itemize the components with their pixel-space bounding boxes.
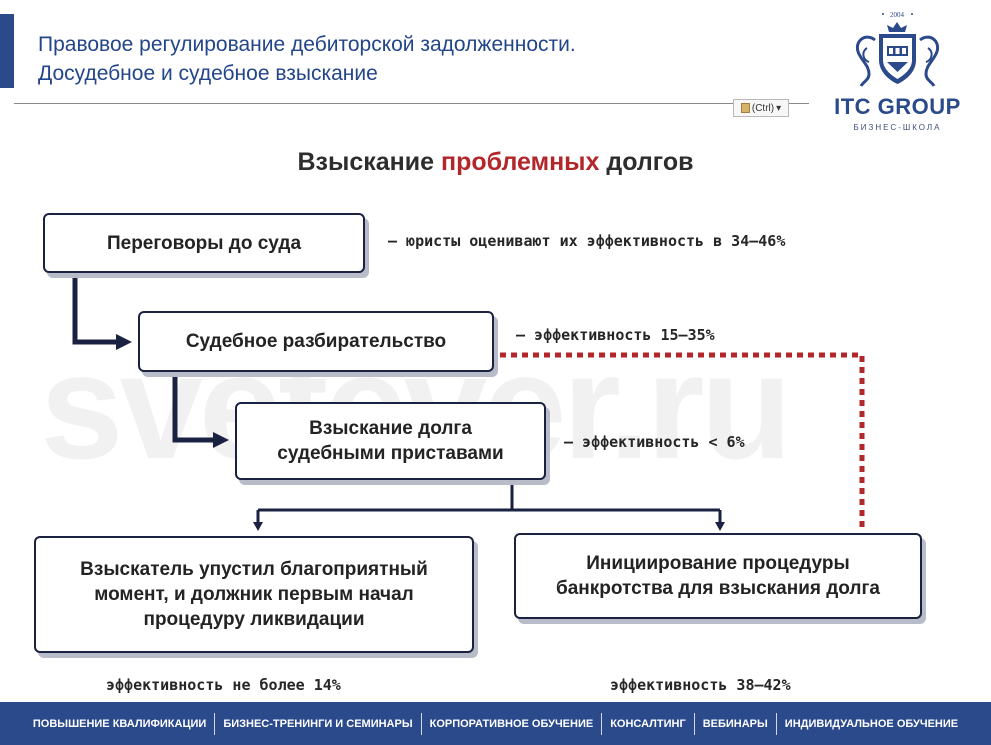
footer-separator (693, 712, 695, 735)
footer-link-qualification[interactable]: ПОВЫШЕНИЕ КВАЛИФИКАЦИИ (32, 717, 207, 730)
box-bailiffs-label: Взыскание долга судебными приставами (277, 416, 503, 466)
paste-options-label: (Ctrl) (751, 102, 775, 114)
footer-link-corporate[interactable]: КОРПОРАТИВНОЕ ОБУЧЕНИЕ (429, 717, 594, 730)
note-missed-opportunity: эффективность не более 14% (106, 676, 341, 694)
box-bailiffs: Взыскание долга судебными приставами (235, 402, 546, 480)
box-bankruptcy-line-1: Инициирование процедуры (586, 553, 850, 574)
box-missed-line-2: момент, и должник первым начал (94, 584, 414, 605)
footer-separator (420, 712, 422, 735)
footer-separator (214, 712, 216, 735)
paste-options-button[interactable]: (Ctrl) ▾ (733, 99, 789, 117)
footer-nav: ПОВЫШЕНИЕ КВАЛИФИКАЦИИ БИЗНЕС-ТРЕНИНГИ И… (0, 702, 991, 745)
arrow-head-missed (253, 522, 263, 531)
footer-link-trainings[interactable]: БИЗНЕС-ТРЕНИНГИ И СЕМИНАРЫ (223, 717, 413, 730)
crest-icon: 2004 (856, 11, 939, 87)
slide-title-line-2: Досудебное и судебное взыскание (38, 62, 378, 85)
box-missed-opportunity-label: Взыскатель упустил благоприятный момент,… (80, 557, 428, 632)
note-bailiffs: – эффективность < 6% (564, 433, 745, 451)
diagram-heading: Взыскание проблемных долгов (0, 148, 991, 177)
box-bankruptcy-label: Инициирование процедуры банкротства для … (556, 551, 880, 601)
chevron-down-icon: ▾ (776, 102, 782, 114)
connector-litigation-to-bailiffs (172, 373, 215, 443)
header-divider (14, 103, 809, 104)
logo-name: ITC GROUP (834, 94, 961, 119)
box-bankruptcy: Инициирование процедуры банкротства для … (514, 533, 922, 619)
itc-group-logo: 2004 ITC GROUP БИЗНЕС-ШКОЛА (825, 8, 970, 136)
footer-link-webinars[interactable]: ВЕБИНАРЫ (702, 717, 768, 730)
box-negotiations-label: Переговоры до суда (106, 232, 302, 254)
box-negotiations: Переговоры до суда (43, 213, 365, 273)
connector-negotiations-to-litigation (72, 272, 118, 345)
box-missed-line-1: Взыскатель упустил благоприятный (80, 559, 428, 580)
diagram-heading-part-2: долгов (599, 148, 694, 176)
note-bankruptcy: эффективность 38–42% (610, 676, 791, 694)
note-litigation: – эффективность 15–35% (516, 326, 715, 344)
box-litigation: Судебное разбирательство (138, 311, 494, 372)
title-accent-bar (0, 14, 14, 88)
box-litigation-label: Судебное разбирательство (185, 331, 447, 352)
note-negotiations: – юристы оценивают их эффективность в 34… (388, 232, 786, 250)
arrow-head-bailiffs (213, 432, 229, 448)
connector-bailiffs-split (256, 481, 722, 527)
arrow-head-litigation (116, 334, 132, 350)
footer-separator (775, 712, 777, 735)
footer-link-individual[interactable]: ИНДИВИДУАЛЬНОЕ ОБУЧЕНИЕ (784, 717, 959, 730)
diagram-heading-part-1: Взыскание (297, 148, 441, 176)
box-bankruptcy-line-2: банкротства для взыскания долга (556, 578, 880, 599)
box-missed-line-3: процедуру ликвидации (143, 609, 365, 630)
clipboard-icon (740, 103, 750, 113)
slide-title: Правовое регулирование дебиторской задол… (38, 30, 576, 88)
arrow-head-bankruptcy (715, 522, 725, 531)
box-missed-opportunity: Взыскатель упустил благоприятный момент,… (34, 536, 474, 653)
box-bailiffs-line-2: судебными приставами (277, 443, 504, 464)
slide-title-line-1: Правовое регулирование дебиторской задол… (38, 33, 576, 56)
diagram-heading-highlight: проблемных (440, 148, 600, 176)
footer-separator (601, 712, 603, 735)
logo-year: 2004 (890, 11, 905, 19)
logo-subtitle: БИЗНЕС-ШКОЛА (853, 123, 942, 132)
footer-link-consulting[interactable]: КОНСАЛТИНГ (610, 717, 686, 730)
box-bailiffs-line-1: Взыскание долга (309, 418, 472, 439)
